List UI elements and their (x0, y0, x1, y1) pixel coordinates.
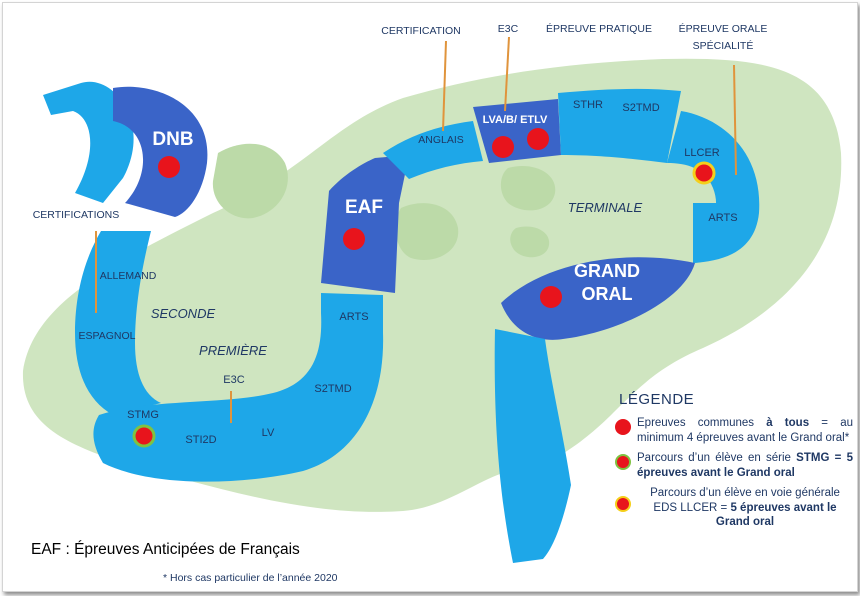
legend-item-common-bold: à tous (766, 417, 810, 429)
green-land (22, 58, 842, 512)
green-ring-dot-icon (615, 454, 631, 470)
dnb-block (113, 86, 208, 217)
marker-stmg (132, 424, 156, 448)
callout-epreuve-orale-2: SPÉCIALITÉ (693, 39, 754, 52)
eaf-label: EAF (345, 197, 383, 218)
road-dnb-arc (43, 81, 134, 203)
road-bottom-right (494, 329, 571, 563)
green-island-small (510, 226, 550, 258)
label-llcer: LLCER (684, 147, 720, 159)
label-stmg: STMG (127, 409, 159, 421)
green-island-right (500, 165, 556, 211)
zone-terminale: TERMINALE (568, 200, 643, 215)
callout-line-epreuve-orale (733, 64, 737, 176)
marker-lva-2 (527, 128, 549, 150)
marker-eaf (343, 228, 365, 250)
legend-item-stmg-text: Parcours d’un élève en série (637, 452, 797, 464)
label-sti2d: STI2D (185, 434, 216, 446)
zone-premiere: PREMIÈRE (199, 343, 267, 358)
callout-epreuve-orale-1: ÉPREUVE ORALE (679, 22, 768, 35)
label-espagnol: ESPAGNOL (79, 330, 136, 342)
grand-oral-label-2: ORAL (582, 284, 633, 304)
legend: LÉGENDE Epreuves communes à tous = au mi… (615, 391, 853, 536)
legend-item-llcer-text: Parcours d’un élève en voie générale EDS… (650, 487, 840, 514)
callout-epreuve-pratique: ÉPREUVE PRATIQUE (546, 22, 652, 35)
red-dot-icon (615, 419, 631, 435)
label-s2tmd-left: S2TMD (314, 383, 351, 395)
road-arts-right (693, 203, 759, 263)
legend-item-common: Epreuves communes à tous = au minimum 4 … (615, 416, 853, 445)
legend-item-common-tail: = au minimum 4 épreuves avant le Grand o… (637, 417, 853, 444)
footnote: * Hors cas particulier de l’année 2020 (163, 572, 338, 584)
marker-lva-1 (492, 136, 514, 158)
callout-e3c: E3C (498, 23, 519, 35)
road-sthr (558, 88, 681, 163)
grand-oral-label-1: GRAND (574, 261, 640, 281)
label-allemand: ALLEMAND (100, 270, 157, 282)
eaf-block (321, 155, 409, 293)
road-premiere-bottom (93, 293, 384, 482)
legend-item-stmg: Parcours d’un élève en série STMG = 5 ép… (615, 451, 853, 480)
label-s2tmd-top: S2TMD (622, 102, 659, 114)
zone-seconde: SECONDE (151, 306, 216, 321)
label-arts-left: ARTS (339, 311, 368, 323)
legend-item-stmg-bold: STMG = 5 épreuves avant le Grand oral (637, 452, 853, 479)
lva-label: LVA/B/ ETLV (483, 114, 548, 126)
label-sthr: STHR (573, 99, 603, 111)
callout-certifications: CERTIFICATIONS (33, 209, 120, 221)
caption: EAF : Épreuves Anticipées de Français (31, 541, 300, 558)
label-e3c-inside: E3C (223, 374, 244, 386)
yellow-ring-dot-icon (615, 496, 631, 512)
dnb-label: DNB (152, 129, 193, 150)
label-lv: LV (262, 427, 275, 439)
callout-certification: CERTIFICATION (381, 25, 461, 37)
parcours-diagram: DNB EAF GRAND ORAL LVA/B/ ETLV SECONDE P… (22, 22, 842, 563)
marker-grand-oral (540, 286, 562, 308)
grand-oral-block (501, 257, 695, 340)
green-island-left (212, 143, 288, 219)
legend-title: LÉGENDE (619, 391, 695, 408)
legend-item-common-text: Epreuves communes (637, 417, 767, 429)
green-island-mid (395, 203, 459, 260)
callout-line-e3c-top (504, 36, 510, 112)
legend-item-llcer: Parcours d’un élève en voie générale EDS… (615, 486, 853, 530)
marker-llcer (692, 161, 716, 185)
legend-item-llcer-bold: 5 épreuves avant le Grand oral (715, 501, 837, 529)
marker-dnb (158, 156, 180, 178)
label-anglais: ANGLAIS (418, 134, 464, 146)
label-arts-right: ARTS (708, 212, 737, 224)
callout-line-certification (442, 40, 447, 132)
road-anglais (383, 121, 483, 179)
